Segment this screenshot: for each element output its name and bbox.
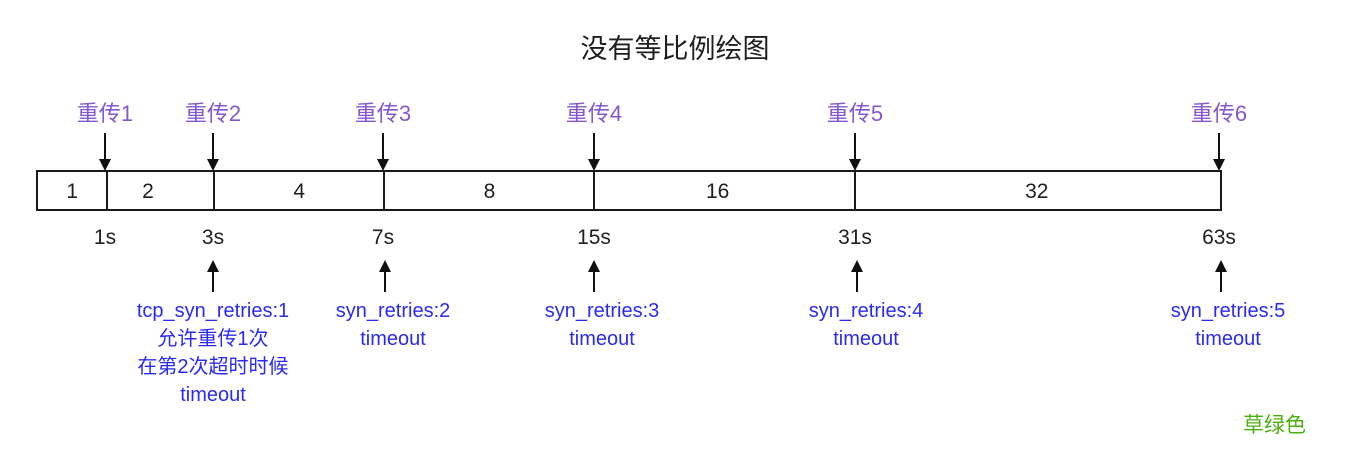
annotation-line: timeout: [833, 328, 899, 350]
retransmit-label-5: 重传5: [826, 101, 884, 126]
segment-divider: [105, 172, 108, 209]
segment-value-8: 8: [483, 180, 496, 203]
segment-value-1: 1: [66, 180, 79, 203]
retransmit-label-3: 重传3: [354, 101, 412, 126]
retransmit-label-4: 重传4: [565, 101, 623, 126]
annotation-line: syn_retries:5: [1170, 300, 1286, 322]
segment-value-4: 4: [293, 180, 306, 203]
green-note: 草绿色: [1243, 414, 1306, 437]
time-tick-15s: 15s: [577, 226, 611, 249]
annotation-1: tcp_syn_retries:1 允许重传1次在第2次超时时候 timeout: [137, 297, 289, 409]
segment-value-16: 16: [705, 180, 730, 203]
segment-divider: [383, 172, 386, 209]
time-tick-7s: 7s: [371, 226, 395, 249]
segment-divider: [213, 172, 216, 209]
annotation-line: tcp_syn_retries:1: [136, 300, 290, 322]
segment-divider: [592, 172, 595, 209]
time-tick-3s: 3s: [201, 226, 225, 249]
segment-value-2: 2: [142, 180, 154, 203]
time-tick-1s: 1s: [93, 226, 117, 249]
annotation-line: timeout: [360, 328, 426, 350]
segment-value-32: 32: [1025, 180, 1049, 203]
annotation-line: 在第2次超时时候: [137, 356, 289, 378]
time-tick-63s: 63s: [1202, 226, 1236, 249]
annotation-line: timeout: [180, 384, 246, 406]
segment-divider: [853, 172, 856, 209]
timeout-timeline-bar: 1 2 4 8 16 32: [36, 170, 1222, 211]
annotation-line: syn_retries:2: [335, 300, 451, 322]
annotation-line: timeout: [569, 328, 635, 350]
page-title: 没有等比例绘图: [580, 34, 770, 64]
annotation-line: syn_retries:3: [544, 300, 660, 322]
time-tick-31s: 31s: [838, 226, 872, 249]
retransmit-label-1: 重传1: [76, 101, 134, 126]
retransmit-label-6: 重传6: [1190, 101, 1248, 126]
retransmit-label-2: 重传2: [184, 101, 242, 126]
annotation-line: 允许重传1次: [157, 328, 269, 350]
annotation-line: syn_retries:4: [808, 300, 924, 322]
annotation-line: timeout: [1195, 328, 1261, 350]
